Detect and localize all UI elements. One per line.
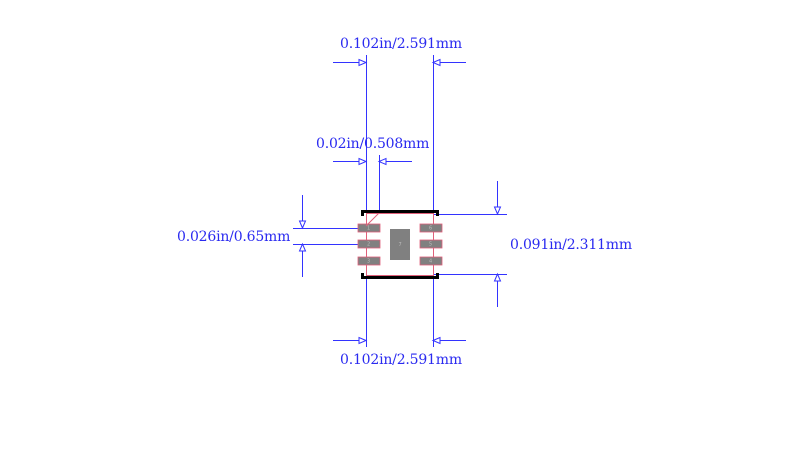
pitch-label: 0.026in/0.65mm — [177, 229, 291, 245]
top-width-dimension — [333, 58, 466, 67]
bottom-width-label: 0.102in/2.591mm — [340, 352, 462, 368]
pad-number: 5 — [429, 242, 432, 248]
pad-number: 6 — [429, 226, 432, 232]
pad-number: 7 — [399, 242, 402, 248]
pad-6 — [419, 223, 443, 233]
component-footprint: 1 2 3 4 5 6 7 — [357, 210, 443, 279]
height-dimension — [493, 181, 502, 307]
pad-number: 3 — [367, 259, 370, 265]
bottom-width-dimension — [333, 336, 466, 345]
pin1-indicator — [365, 212, 380, 227]
pad-2 — [357, 239, 381, 249]
silkscreen — [361, 210, 439, 279]
pad-3 — [357, 256, 381, 266]
pad-number: 2 — [367, 242, 370, 248]
body-height-label: 0.091in/2.311mm — [510, 237, 632, 253]
extension-lines — [293, 55, 507, 347]
top-width-label: 0.102in/2.591mm — [340, 36, 462, 52]
right-pads — [419, 223, 443, 266]
pad-1 — [357, 223, 381, 233]
pad-number: 4 — [429, 259, 432, 265]
pad-5 — [419, 239, 443, 249]
exposed-pad-7 — [390, 229, 410, 260]
pad-width-label: 0.02in/0.508mm — [316, 136, 430, 152]
pitch-dimension — [298, 195, 307, 277]
pad-4 — [419, 256, 443, 266]
pad-width-dimension — [333, 157, 412, 166]
left-pads — [357, 223, 381, 266]
pad-number: 1 — [367, 226, 370, 232]
